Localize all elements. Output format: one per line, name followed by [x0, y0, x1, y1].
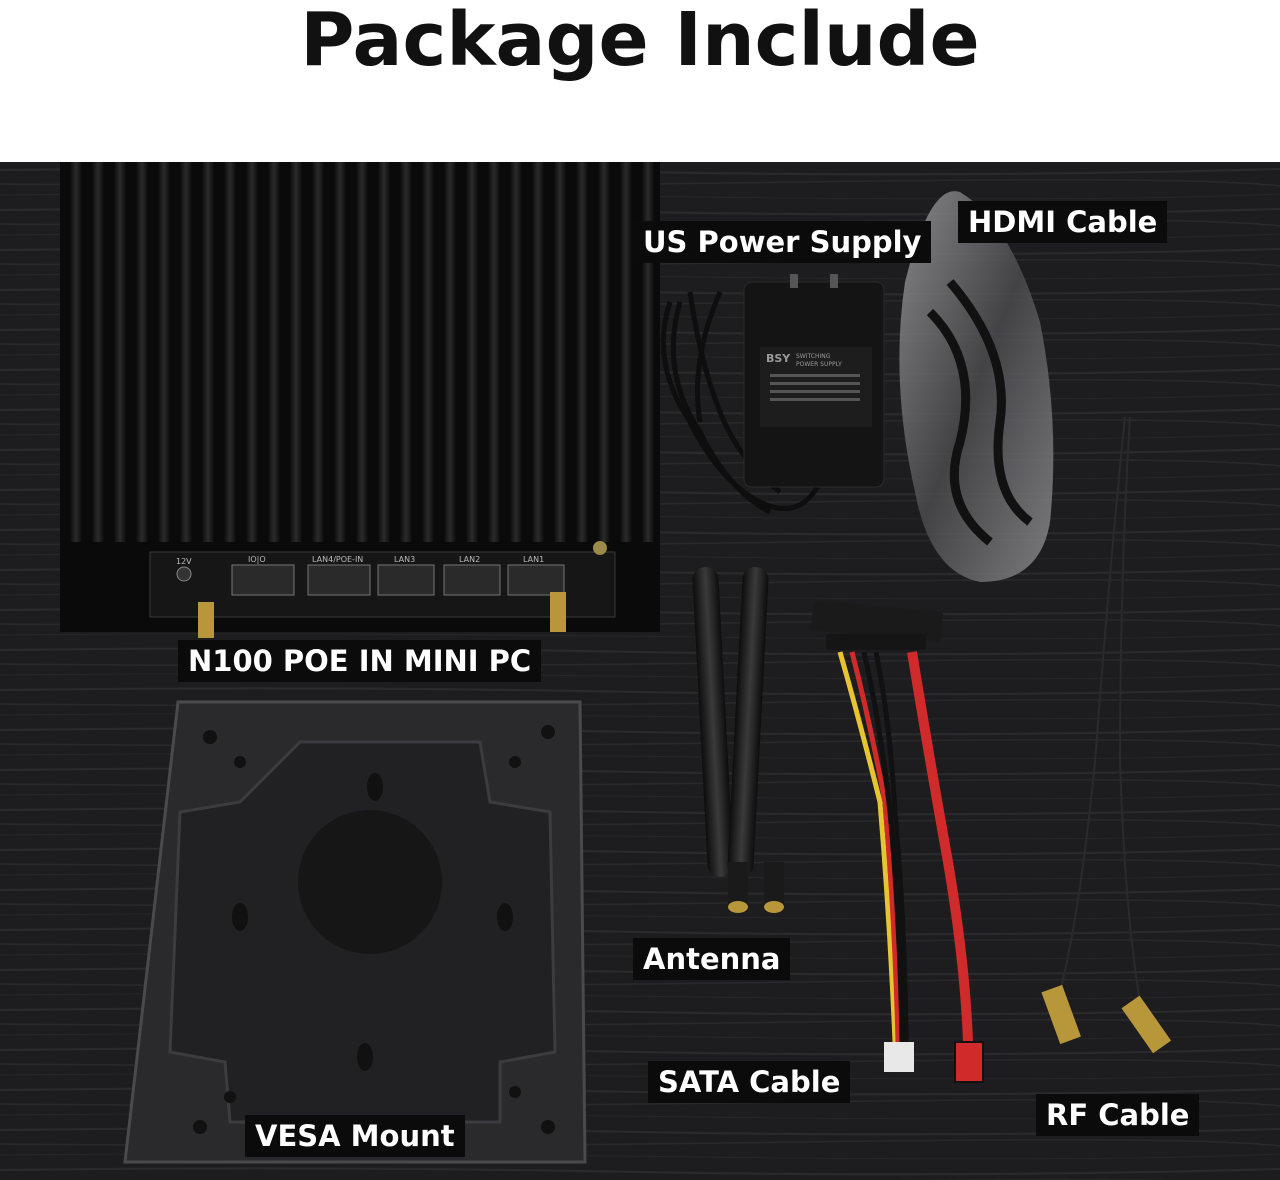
adapter-brand: BSY [766, 352, 791, 365]
antenna-connector-left [198, 602, 214, 638]
hdmi-cable-bag [899, 191, 1054, 582]
panel-screw [593, 541, 607, 555]
ethernet-ports [231, 564, 565, 596]
power-adapter: BSY SWITCHING POWER SUPPLY [743, 274, 885, 488]
vesa-center-hole [298, 810, 442, 954]
label-mini-pc: N100 POE IN MINI PC [178, 640, 542, 682]
sata-connector-small [884, 1042, 914, 1072]
port-label-3: LAN2 [459, 555, 480, 564]
label-rf-cable: RF Cable [1036, 1094, 1200, 1136]
label-hdmi-cable: HDMI Cable [958, 201, 1168, 243]
sata-cable [811, 600, 984, 1083]
adapter-line1: SWITCHING [796, 353, 831, 360]
page-title: Package Include [300, 0, 980, 83]
adapter-line2: POWER SUPPLY [796, 361, 842, 368]
label-antenna: Antenna [633, 938, 791, 980]
vesa-mount-plate [123, 700, 587, 1164]
power-jack [176, 566, 192, 582]
port-label-4: LAN1 [523, 555, 544, 564]
port-label-0: IO|O [248, 555, 266, 564]
heatsink-fins [70, 162, 654, 542]
label-vesa-mount: VESA Mount [245, 1115, 465, 1157]
product-photo: IO|O LAN4/POE-IN LAN3 LAN2 LAN1 12V BSY … [0, 162, 1280, 1180]
label-sata-cable: SATA Cable [648, 1061, 851, 1103]
antenna-connector-right [550, 592, 566, 632]
label-us-power-supply: US Power Supply [633, 221, 932, 263]
antennas [692, 567, 784, 913]
rf-cable [1059, 416, 1141, 1003]
rf-connector-left [1041, 984, 1081, 1045]
power-label: 12V [176, 557, 192, 566]
rf-connector-right [1121, 995, 1172, 1054]
sata-connector-red [954, 1041, 984, 1083]
port-labels: IO|O LAN4/POE-IN LAN3 LAN2 LAN1 12V [176, 555, 544, 566]
port-label-1: LAN4/POE-IN [312, 555, 363, 564]
port-label-2: LAN3 [394, 555, 415, 564]
mini-pc-device: IO|O LAN4/POE-IN LAN3 LAN2 LAN1 12V [60, 162, 660, 638]
